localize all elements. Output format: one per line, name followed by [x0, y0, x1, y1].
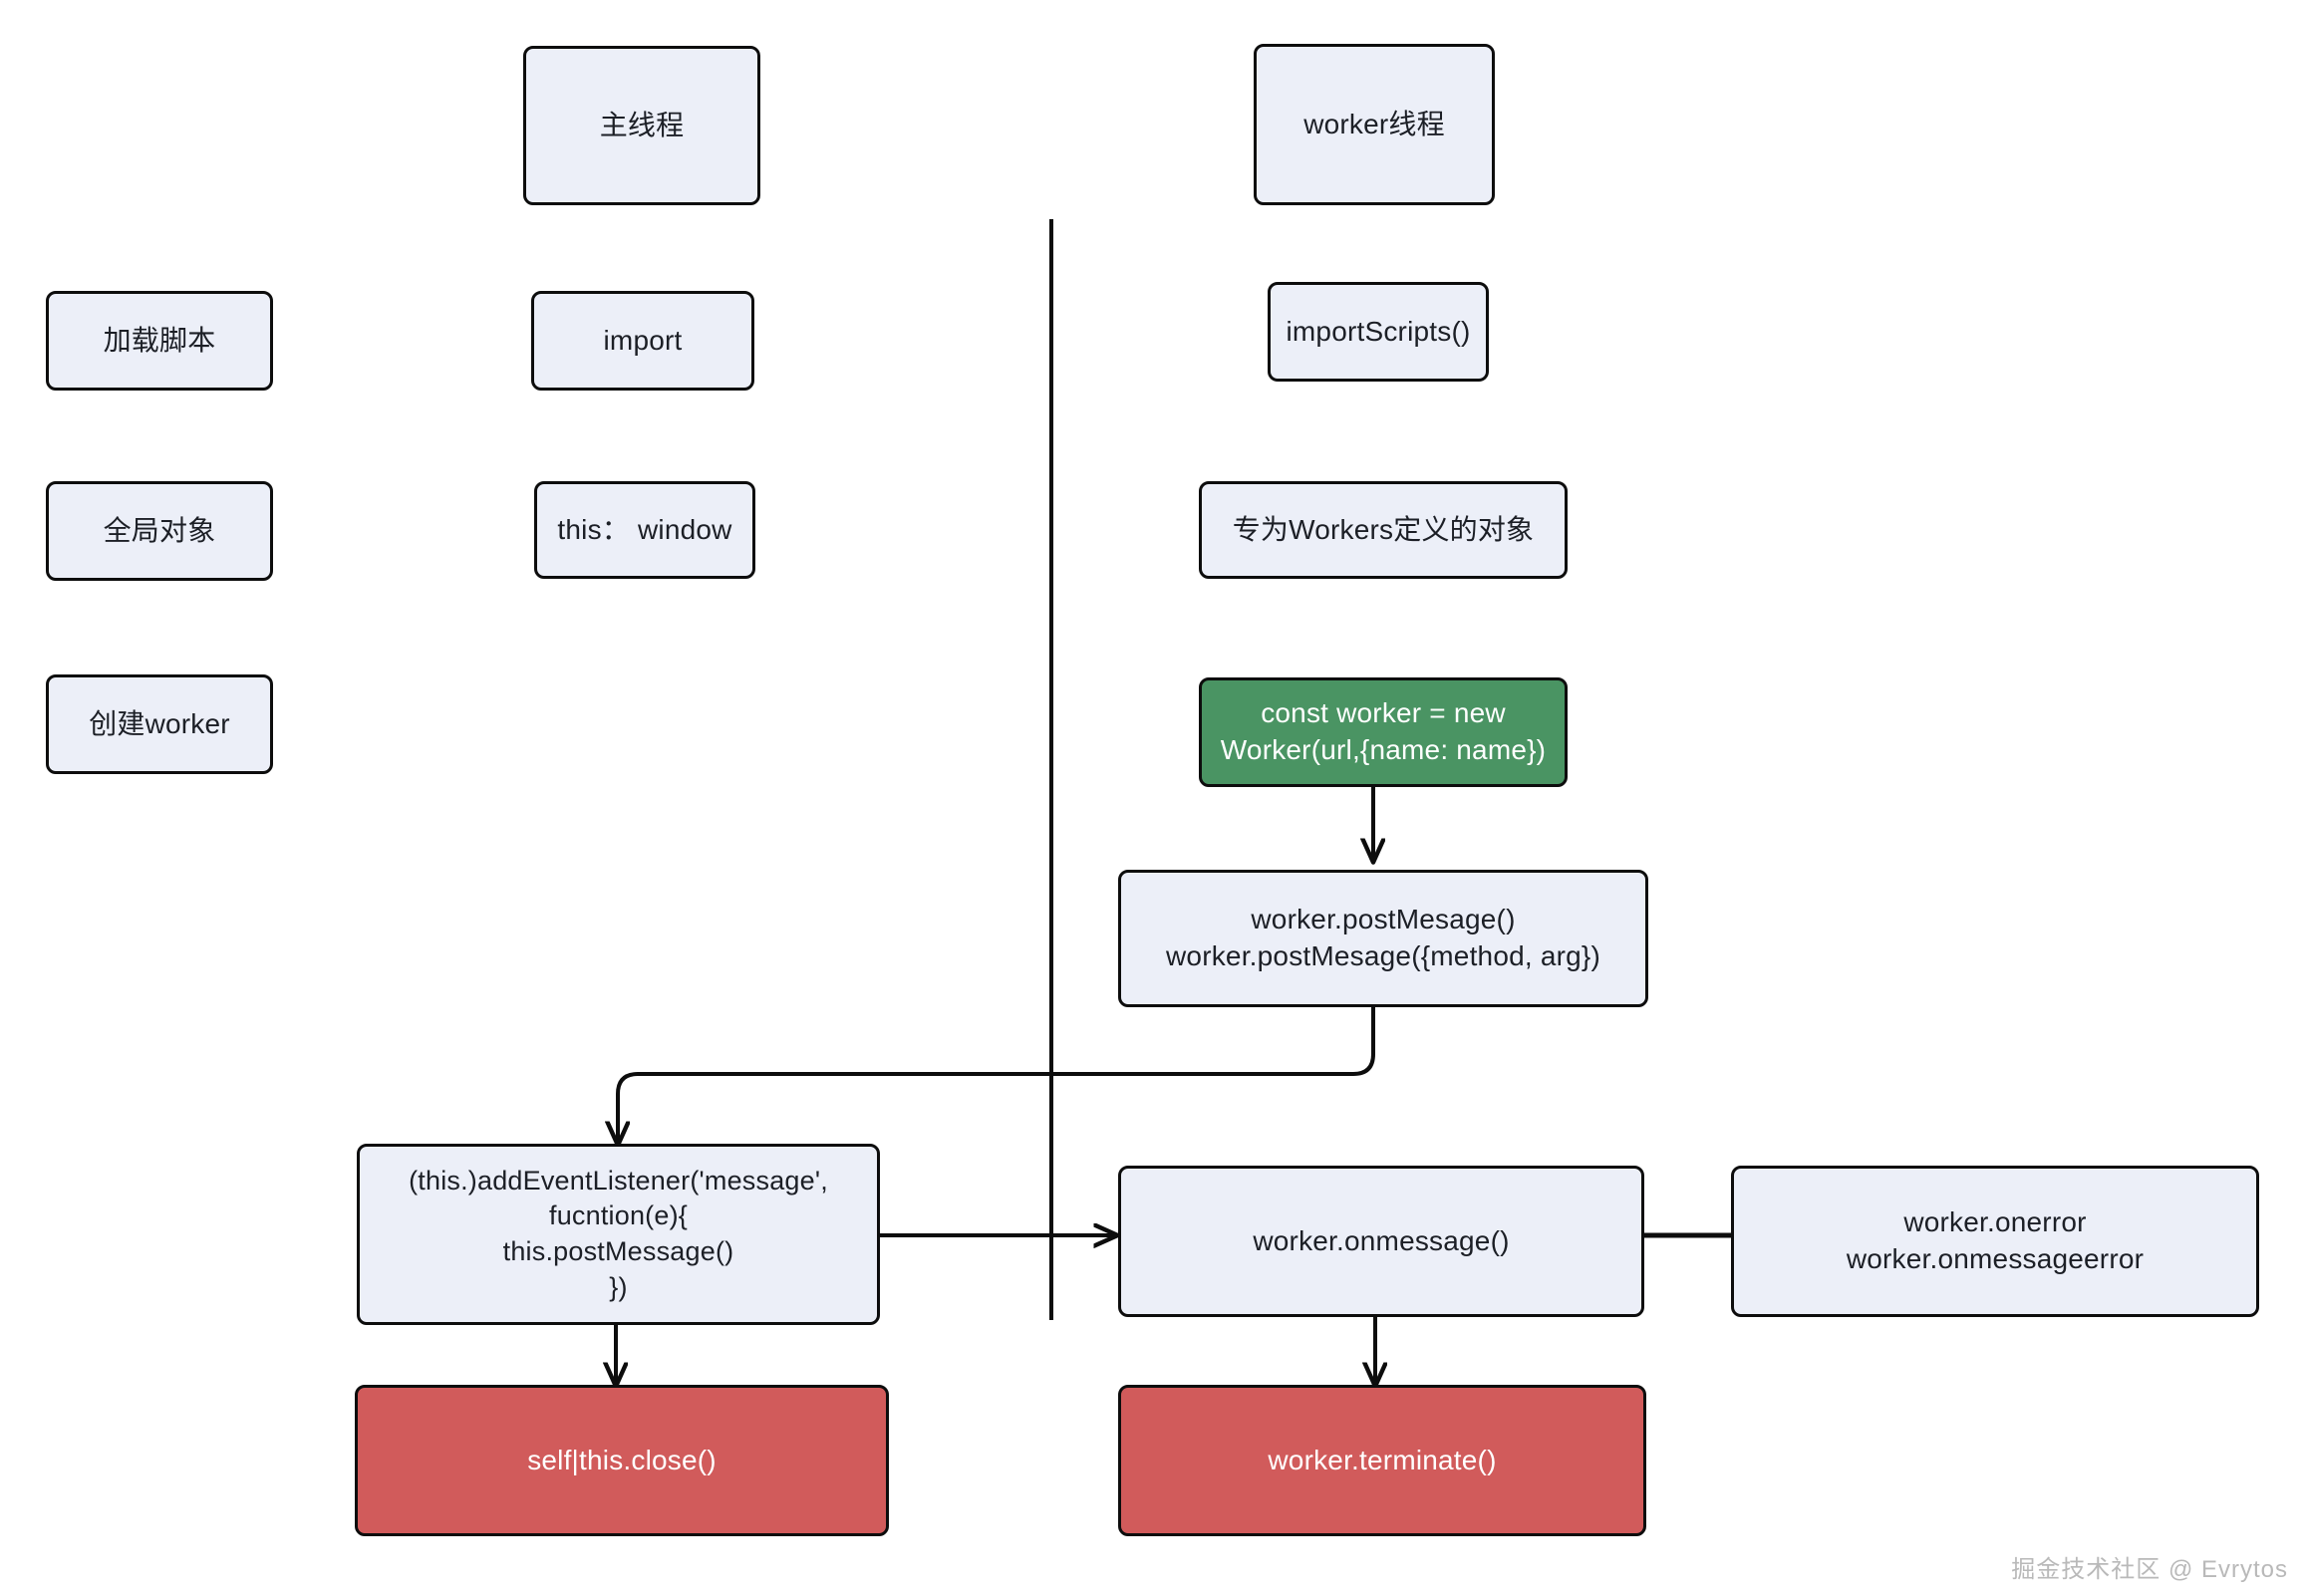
watermark: 掘金技术社区 @ Evrytos	[2011, 1556, 2288, 1583]
node-self-this-close[interactable]: self|this.close()	[355, 1385, 889, 1536]
node-worker-defined-object[interactable]: 专为Workers定义的对象	[1199, 481, 1568, 579]
node-main-thread[interactable]: 主线程	[523, 46, 760, 205]
node-import-scripts[interactable]: importScripts()	[1268, 282, 1489, 382]
edge-postmessage-to-addeventlistener	[618, 1007, 1375, 1144]
node-worker-post-message[interactable]: worker.postMesage() worker.postMesage({m…	[1118, 870, 1648, 1007]
node-load-script[interactable]: 加载脚本	[46, 291, 273, 391]
node-add-event-listener[interactable]: (this.)addEventListener('message', fucnt…	[357, 1144, 880, 1325]
node-import[interactable]: import	[531, 291, 754, 391]
node-worker-terminate[interactable]: worker.terminate()	[1118, 1385, 1646, 1536]
node-worker-onmessage[interactable]: worker.onmessage()	[1118, 1166, 1644, 1317]
node-global-object[interactable]: 全局对象	[46, 481, 273, 581]
node-worker-thread[interactable]: worker线程	[1254, 44, 1495, 205]
node-worker-onerror[interactable]: worker.onerror worker.onmessageerror	[1731, 1166, 2259, 1317]
node-this-window[interactable]: this： window	[534, 481, 755, 579]
node-create-worker[interactable]: 创建worker	[46, 674, 273, 774]
node-const-worker[interactable]: const worker = new Worker(url,{name: nam…	[1199, 677, 1568, 787]
